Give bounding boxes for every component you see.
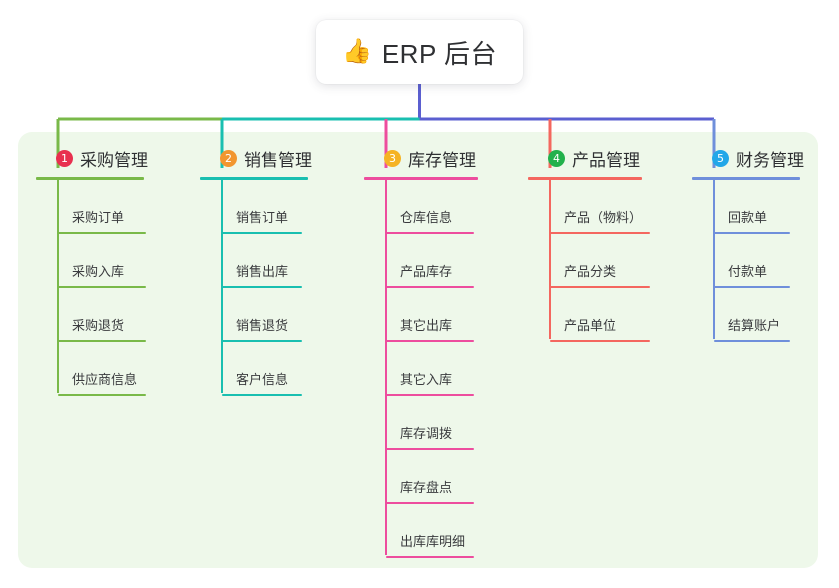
leaf-label: 供应商信息 xyxy=(72,372,138,387)
leaf-item[interactable]: 出库库明细 xyxy=(364,504,478,558)
column-badge-4: 4 xyxy=(548,149,565,167)
column-5: 5 财务管理回款单付款单结算账户 xyxy=(692,145,804,342)
column-header-2[interactable]: 2 销售管理 xyxy=(200,145,312,171)
leaf-rule xyxy=(386,556,474,558)
leaf-label: 回款单 xyxy=(728,210,768,225)
leaf-item[interactable]: 供应商信息 xyxy=(36,342,148,396)
leaf-rule xyxy=(58,340,146,342)
leaf-label: 采购入库 xyxy=(72,264,125,279)
leaf-rule xyxy=(386,502,474,504)
leaf-rule xyxy=(222,340,302,342)
leaf-item[interactable]: 产品（物料） xyxy=(528,180,650,234)
column-title-5: 财务管理 xyxy=(736,150,804,170)
leaf-item[interactable]: 回款单 xyxy=(692,180,804,234)
column-header-3[interactable]: 3 库存管理 xyxy=(364,145,478,171)
column-title-1: 采购管理 xyxy=(80,150,148,170)
leaf-item[interactable]: 其它入库 xyxy=(364,342,478,396)
leaf-rule xyxy=(386,232,474,234)
leaf-item[interactable]: 销售退货 xyxy=(200,288,312,342)
column-header-1[interactable]: 1 采购管理 xyxy=(36,145,148,171)
leaf-item[interactable]: 采购订单 xyxy=(36,180,148,234)
column-4: 4 产品管理产品（物料） 产品分类产品单位 xyxy=(528,145,650,342)
column-title-4: 产品管理 xyxy=(572,150,640,170)
leaf-item[interactable]: 采购退货 xyxy=(36,288,148,342)
leaf-item[interactable]: 客户信息 xyxy=(200,342,312,396)
column-1: 1 采购管理采购订单采购入库采购退货供应商信息 xyxy=(36,145,148,396)
thumbs-up-icon: 👍 xyxy=(341,38,372,65)
leaf-label: 采购订单 xyxy=(72,210,125,225)
column-badge-3: 3 xyxy=(384,149,401,167)
leaf-rule xyxy=(58,232,146,234)
leaf-rule xyxy=(550,340,650,342)
column-badge-1: 1 xyxy=(56,149,73,167)
leaf-label: 产品单位 xyxy=(564,318,617,333)
leaf-item[interactable]: 销售订单 xyxy=(200,180,312,234)
column-title-3: 库存管理 xyxy=(408,150,476,170)
leaf-label: 仓库信息 xyxy=(400,210,453,225)
leaf-item[interactable]: 采购入库 xyxy=(36,234,148,288)
leaf-item[interactable]: 产品库存 xyxy=(364,234,478,288)
column-3: 3 库存管理仓库信息产品库存其它出库其它入库库存调拨库存盘点出库库明细 xyxy=(364,145,478,558)
leaf-item[interactable]: 结算账户 xyxy=(692,288,804,342)
leaf-label: 销售订单 xyxy=(236,210,289,225)
column-header-5[interactable]: 5 财务管理 xyxy=(692,145,804,171)
leaf-item[interactable]: 产品分类 xyxy=(528,234,650,288)
leaf-rule xyxy=(58,286,146,288)
leaf-rule xyxy=(222,394,302,396)
leaf-label: 库存调拨 xyxy=(400,426,453,441)
leaf-label: 客户信息 xyxy=(236,372,289,387)
leaf-item[interactable]: 库存调拨 xyxy=(364,396,478,450)
leaf-rule xyxy=(222,286,302,288)
leaf-label: 销售退货 xyxy=(236,318,289,333)
leaf-rule xyxy=(386,340,474,342)
leaf-label: 出库库明细 xyxy=(400,534,466,549)
leaf-rule xyxy=(714,340,790,342)
leaf-item[interactable]: 销售出库 xyxy=(200,234,312,288)
leaf-label: 产品分类 xyxy=(564,264,617,279)
column-header-rule-3 xyxy=(364,177,478,180)
leaf-rule xyxy=(386,448,474,450)
leaf-rule xyxy=(222,232,302,234)
column-header-rule-1 xyxy=(36,177,144,180)
leaf-item[interactable]: 其它出库 xyxy=(364,288,478,342)
leaf-rule xyxy=(386,286,474,288)
column-header-rule-4 xyxy=(528,177,642,180)
root-node-card[interactable]: 👍 ERP 后台 xyxy=(316,20,523,84)
column-badge-5: 5 xyxy=(712,149,729,167)
column-title-2: 销售管理 xyxy=(244,150,312,170)
column-2: 2 销售管理销售订单销售出库销售退货客户信息 xyxy=(200,145,312,396)
leaf-rule xyxy=(58,394,146,396)
leaf-label: 结算账户 xyxy=(728,318,781,333)
leaf-label: 产品库存 xyxy=(400,264,453,279)
leaf-label: 其它出库 xyxy=(400,318,453,333)
column-header-rule-5 xyxy=(692,177,800,180)
column-header-4[interactable]: 4 产品管理 xyxy=(528,145,642,171)
leaf-label: 库存盘点 xyxy=(400,480,453,495)
leaf-rule xyxy=(386,394,474,396)
leaf-label: 销售出库 xyxy=(236,264,289,279)
leaf-label: 付款单 xyxy=(728,264,768,279)
column-header-rule-2 xyxy=(200,177,308,180)
leaf-item[interactable]: 付款单 xyxy=(692,234,804,288)
leaf-label: 其它入库 xyxy=(400,372,453,387)
leaf-label: 采购退货 xyxy=(72,318,125,333)
leaf-item[interactable]: 产品单位 xyxy=(528,288,650,342)
leaf-rule xyxy=(714,232,790,234)
leaf-label: 产品（物料） xyxy=(564,210,643,225)
leaf-rule xyxy=(550,232,650,234)
leaf-item[interactable]: 仓库信息 xyxy=(364,180,478,234)
leaf-item[interactable]: 库存盘点 xyxy=(364,450,478,504)
root-node-title: ERP 后台 xyxy=(381,38,498,69)
diagram-panel xyxy=(18,132,818,568)
leaf-rule xyxy=(550,286,650,288)
column-badge-2: 2 xyxy=(220,149,237,167)
leaf-rule xyxy=(714,286,790,288)
